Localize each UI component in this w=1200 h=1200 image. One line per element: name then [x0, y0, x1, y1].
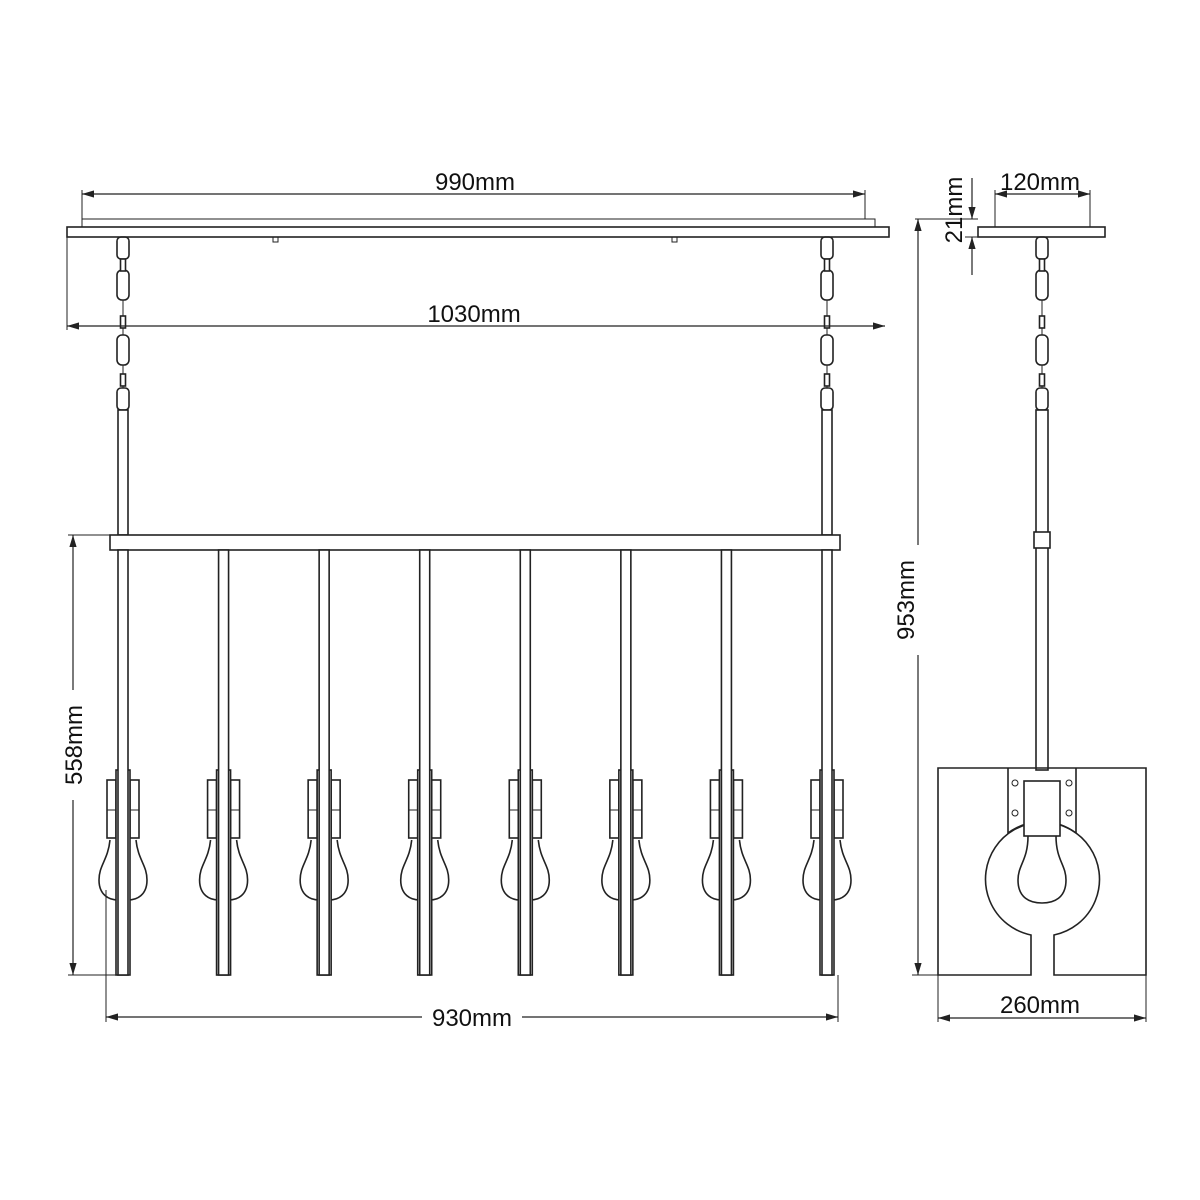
lamp-holder [430, 779, 442, 839]
side-canopy [977, 226, 1106, 238]
chain-link [1035, 334, 1049, 366]
lamp-rod [720, 549, 733, 976]
chain-link [1035, 269, 1049, 301]
bulb [399, 839, 450, 901]
lamp-holder [307, 779, 318, 839]
cross-bar [109, 534, 841, 551]
side-rod [1035, 409, 1049, 771]
lamp-holder [330, 779, 341, 839]
support-rod [821, 409, 833, 536]
chain-link [823, 258, 831, 272]
lamp-holder [206, 779, 218, 839]
chain-link [1038, 373, 1046, 387]
bulb [1017, 835, 1067, 904]
pendant-lamp [299, 549, 349, 976]
chain-link [119, 258, 127, 272]
lamp-holder [810, 779, 821, 839]
bracket-screw [1011, 779, 1019, 787]
lamp-holder [508, 779, 520, 839]
bracket-screw [1065, 779, 1073, 787]
side-view: 120mm 21mm 953mm 260mm [893, 169, 1147, 1022]
canopy-top-outline [81, 218, 876, 228]
lamp-holder [732, 779, 744, 839]
chain-hook [116, 236, 130, 260]
front-view: 990mm 1030mm 558mm 930mm [58, 168, 890, 1032]
dimension-label-overall-width: 1030mm [427, 301, 520, 328]
lamp-rod [519, 549, 532, 976]
chain-hook [820, 387, 834, 411]
dimension-label-drop-height: 558mm [61, 705, 88, 785]
bulb [198, 839, 249, 901]
canopy-screw [671, 236, 678, 243]
pendant-lamp [98, 549, 148, 976]
dimension-label-shade-width: 260mm [1000, 992, 1080, 1019]
bulb [98, 839, 148, 901]
lamp-rod [620, 549, 632, 976]
lamp-holder [709, 779, 721, 839]
dimension-label-canopy-depth: 21mm [941, 177, 968, 244]
lamp-rod [117, 549, 129, 976]
rod-collar [1033, 531, 1051, 549]
support-rod [117, 409, 129, 536]
chain-link [116, 269, 130, 301]
lamp-holder [632, 779, 643, 839]
bulb [802, 839, 852, 901]
lamp-holder [407, 779, 419, 839]
chain-link [1038, 258, 1046, 272]
lamp-rod [318, 549, 330, 976]
bulb [601, 839, 651, 901]
pendant-lamp [198, 549, 249, 976]
chain-hook [820, 236, 834, 260]
chain-hook [1035, 236, 1049, 260]
pendant-lamp [601, 549, 651, 976]
lamp-holder [229, 779, 241, 839]
chain-link [820, 269, 834, 301]
bracket-screw [1011, 809, 1019, 817]
chain-link [823, 373, 831, 387]
bulb [701, 839, 752, 901]
bracket-screw [1065, 809, 1073, 817]
lamp-holder [531, 779, 543, 839]
lamp-holder [106, 779, 117, 839]
dimension-label-bar-length: 930mm [432, 1005, 512, 1032]
bulb [299, 839, 349, 901]
dimension-label-canopy-length: 990mm [435, 169, 515, 196]
lamp-rod [418, 549, 431, 976]
pendant-lamp [802, 549, 852, 976]
lamp-socket [1023, 780, 1061, 837]
dimension-label-canopy-width: 120mm [1000, 169, 1080, 196]
chain-link [820, 334, 834, 366]
lamp-holder [129, 779, 140, 839]
pendant-lamp [500, 549, 551, 976]
lamp-rod [821, 549, 833, 976]
lamp-rod [217, 549, 230, 976]
dimension-label-overall-height: 953mm [893, 560, 920, 640]
lamp-holder [833, 779, 844, 839]
canopy-screw [272, 236, 279, 243]
bulb [500, 839, 551, 901]
pendant-lamp [701, 549, 752, 976]
pendant-lamp [399, 549, 450, 976]
chain-hook [1035, 387, 1049, 411]
lamp-holder [609, 779, 620, 839]
canopy [66, 226, 890, 238]
chain-hook [116, 387, 130, 411]
chain-link [116, 334, 130, 366]
chain-link [1038, 315, 1046, 329]
chain-link [119, 373, 127, 387]
